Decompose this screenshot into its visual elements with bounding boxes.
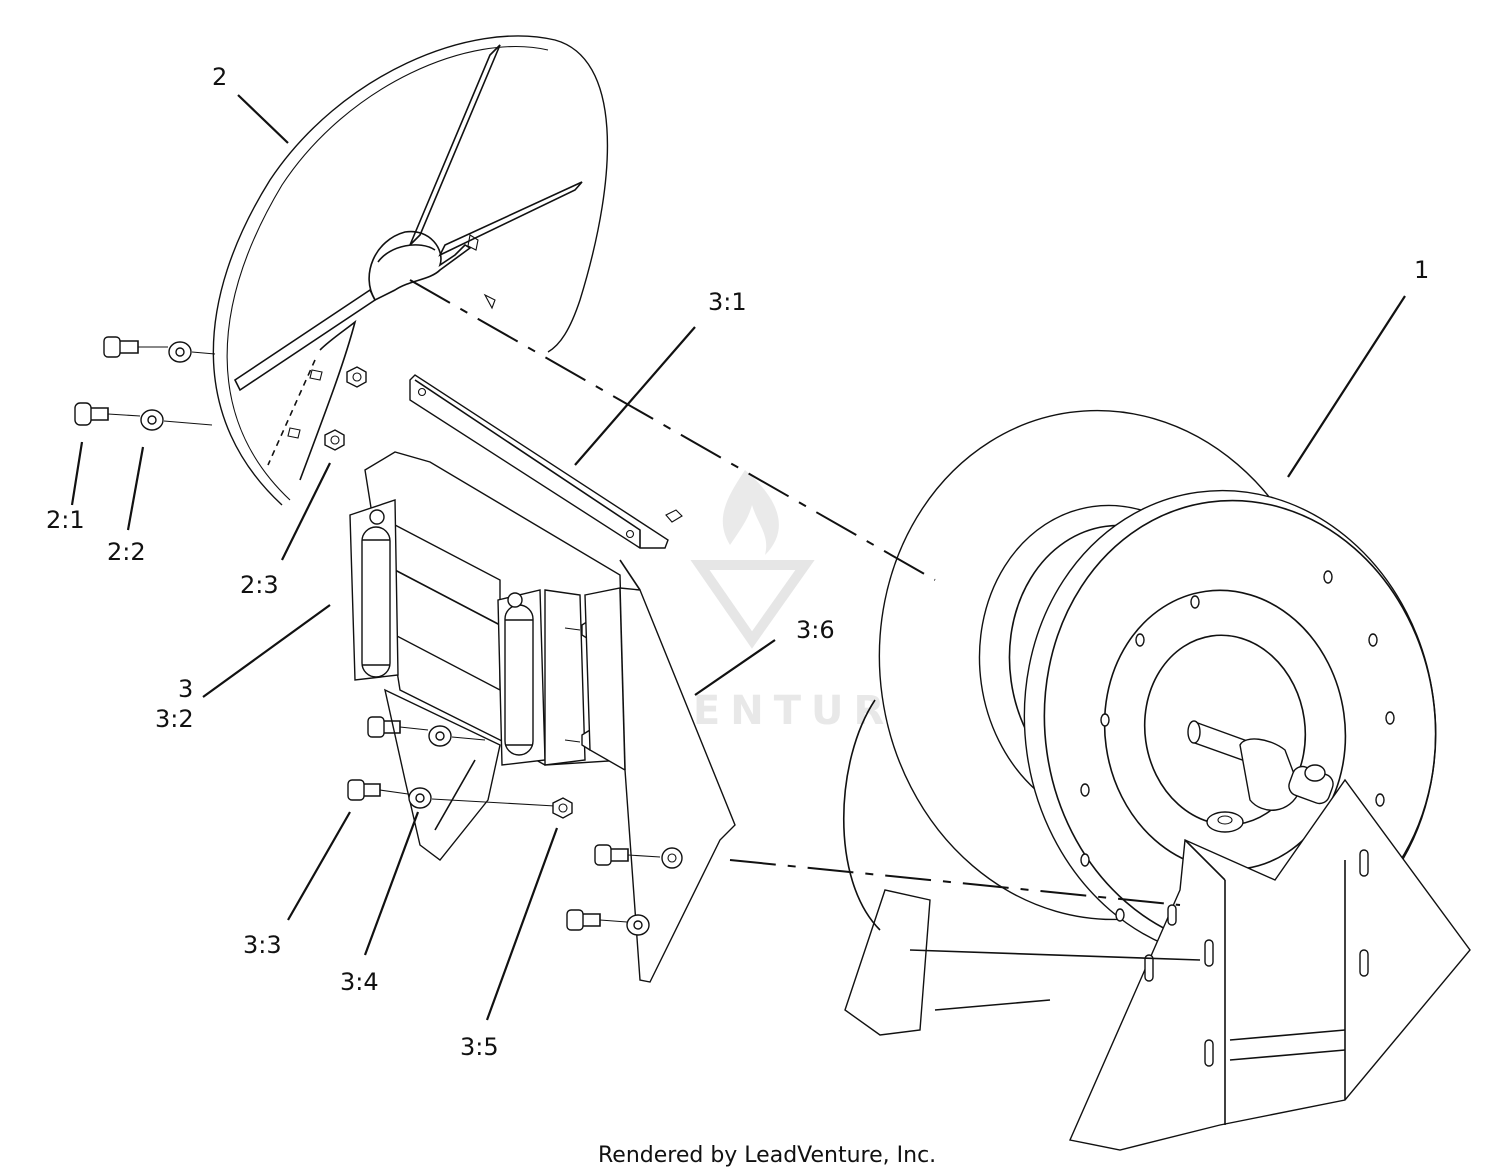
flange-holes	[1080, 570, 1395, 922]
part-2-hardware	[74, 336, 367, 451]
part-3-1-bracket	[409, 374, 683, 549]
leader-lines	[70, 94, 1406, 1021]
part-3-6-plate	[584, 559, 736, 983]
part-3-mount-assembly	[349, 451, 626, 861]
alignment-lines	[409, 279, 1181, 906]
footer-credit: Rendered by LeadVenture, Inc.	[598, 1143, 936, 1168]
callout-3-6: 3:6	[796, 616, 835, 644]
callout-3-2: 3:2	[155, 705, 194, 733]
callout-3-3: 3:3	[243, 931, 282, 959]
callouts: 2 1 3:1 2:1 2:2 2:3 3:6 3 3:2 3:3 3:4 3:…	[46, 63, 1429, 1061]
callout-3-5: 3:5	[460, 1033, 499, 1061]
callout-2-3: 2:3	[240, 571, 279, 599]
callout-2-1: 2:1	[46, 506, 85, 534]
callout-2: 2	[212, 63, 227, 91]
callout-3: 3	[178, 675, 193, 703]
part-1-hose-reel	[843, 409, 1471, 1151]
part-2-shield	[212, 35, 609, 506]
callout-1: 1	[1414, 256, 1429, 284]
part-3-hardware	[347, 716, 683, 936]
callout-3-4: 3:4	[340, 968, 379, 996]
callout-3-1: 3:1	[708, 288, 747, 316]
callout-2-2: 2:2	[107, 538, 146, 566]
